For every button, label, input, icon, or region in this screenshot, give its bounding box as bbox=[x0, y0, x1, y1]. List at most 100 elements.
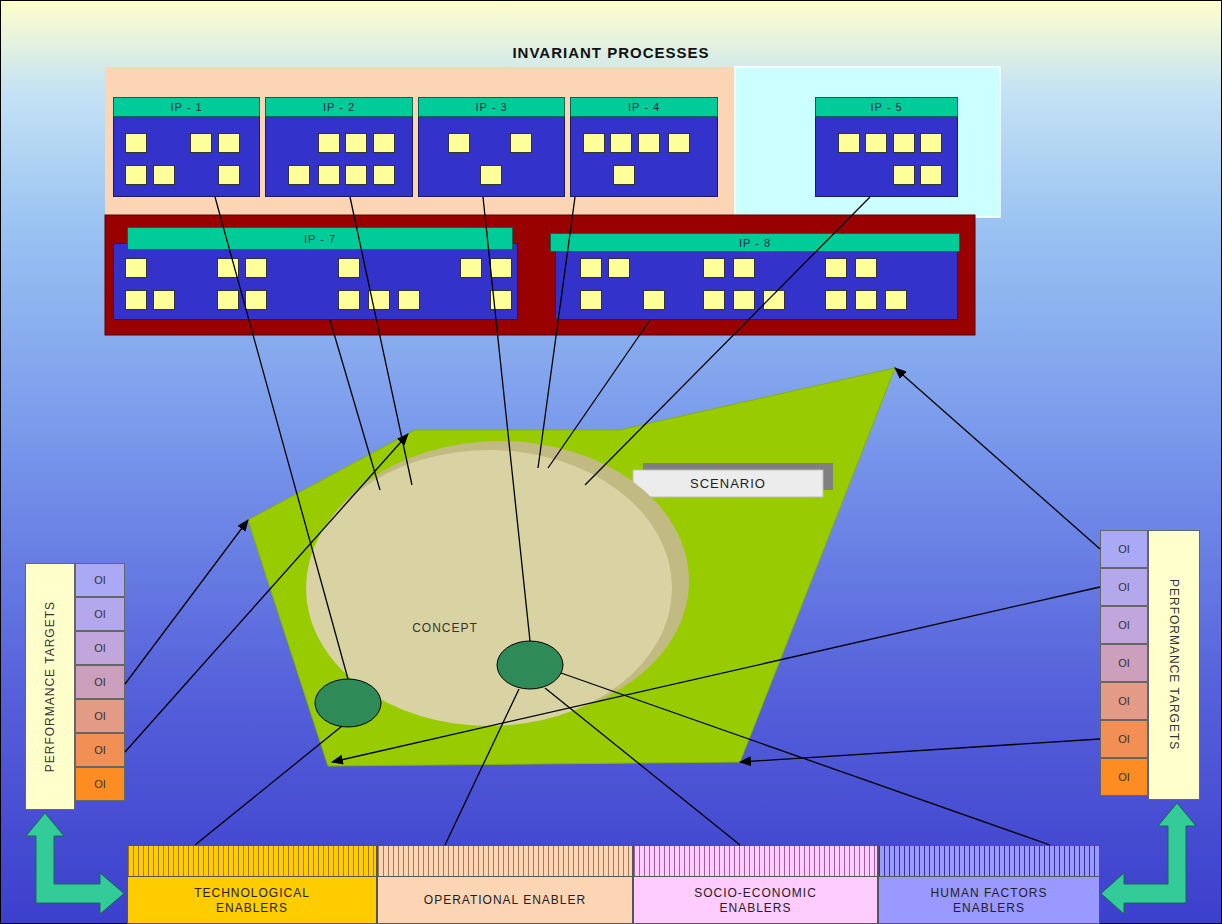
process-label: IP - 2 bbox=[323, 101, 355, 113]
scenario-svg bbox=[240, 365, 900, 770]
oi-label-area: OI bbox=[75, 733, 125, 767]
target-label-area: PERFORMANCE TARGETS bbox=[1148, 530, 1200, 800]
yellow-square bbox=[855, 258, 877, 278]
yellow-square bbox=[608, 258, 630, 278]
yellow-square bbox=[583, 133, 605, 153]
oi-label: OI bbox=[94, 744, 106, 756]
enabler-box: SOCIO-ECONOMIC ENABLERS bbox=[633, 845, 878, 924]
yellow-square bbox=[218, 165, 240, 185]
enabler-label: OPERATIONAL ENABLER bbox=[424, 893, 586, 907]
process-panel bbox=[105, 67, 735, 217]
enabler-box: TECHNOLOGICAL ENABLERS bbox=[127, 845, 377, 924]
yellow-square bbox=[217, 290, 239, 310]
oi-label-area: OI bbox=[75, 665, 125, 699]
oi-label-area: OI bbox=[1100, 644, 1148, 682]
yellow-square bbox=[825, 290, 847, 310]
yellow-square bbox=[510, 133, 532, 153]
enabler-box: OPERATIONAL ENABLER bbox=[377, 845, 633, 924]
oi-label-area: OI bbox=[75, 631, 125, 665]
scenario-region: SCENARIO CONCEPT bbox=[240, 365, 900, 770]
enabler-hatch bbox=[633, 845, 878, 877]
oi-label: OI bbox=[94, 574, 106, 586]
oi-cell-box: OI bbox=[75, 631, 125, 665]
process-label: IP - 7 bbox=[304, 233, 336, 245]
oi-label-area: OI bbox=[1100, 606, 1148, 644]
enabler-label-area: OPERATIONAL ENABLER bbox=[381, 878, 629, 923]
yellow-square bbox=[338, 290, 360, 310]
process-box: IP - 2 bbox=[265, 97, 413, 197]
yellow-square bbox=[190, 133, 212, 153]
scenario-label: SCENARIO bbox=[690, 476, 766, 491]
enabler-dot bbox=[315, 679, 381, 727]
target-box: PERFORMANCE TARGETS bbox=[25, 563, 75, 810]
scenario-shape bbox=[240, 365, 900, 770]
yellow-square bbox=[345, 133, 367, 153]
process-label: IP - 1 bbox=[170, 101, 202, 113]
yellow-square bbox=[338, 258, 360, 278]
yellow-square bbox=[643, 290, 665, 310]
process-panel bbox=[105, 215, 975, 335]
process-box: IP - 7 bbox=[113, 227, 518, 320]
oi-cell-box: OI bbox=[75, 733, 125, 767]
oi-cell-box: OI bbox=[1100, 606, 1148, 644]
process-box: IP - 5 bbox=[815, 97, 958, 197]
process-label: IP - 8 bbox=[739, 237, 771, 249]
target-box: PERFORMANCE TARGETS bbox=[1148, 530, 1200, 800]
yellow-square bbox=[460, 258, 482, 278]
enabler-label-area: HUMAN FACTORS ENABLERS bbox=[882, 878, 1096, 923]
yellow-square bbox=[490, 258, 512, 278]
oi-label-area: OI bbox=[1100, 568, 1148, 606]
process-label: IP - 4 bbox=[628, 101, 660, 113]
target-label: PERFORMANCE TARGETS bbox=[1167, 579, 1181, 750]
yellow-square bbox=[125, 165, 147, 185]
diagram-title-area: INVARIANT PROCESSES bbox=[0, 40, 1222, 64]
yellow-square bbox=[703, 258, 725, 278]
oi-label-area: OI bbox=[1100, 758, 1148, 796]
process-label-area: IP - 5 bbox=[815, 97, 958, 117]
concept-face bbox=[306, 450, 672, 726]
yellow-square bbox=[703, 290, 725, 310]
process-body bbox=[555, 243, 958, 320]
yellow-square bbox=[245, 258, 267, 278]
oi-label: OI bbox=[1118, 657, 1130, 669]
yellow-square bbox=[893, 165, 915, 185]
scenario-plane bbox=[248, 368, 895, 766]
yellow-square bbox=[580, 290, 602, 310]
concept-svg bbox=[297, 438, 690, 730]
yellow-square bbox=[638, 133, 660, 153]
oi-label-area: OI bbox=[1100, 530, 1148, 568]
target-label-area: PERFORMANCE TARGETS bbox=[25, 563, 75, 810]
yellow-square bbox=[733, 258, 755, 278]
process-label-area: IP - 2 bbox=[265, 97, 413, 117]
yellow-square bbox=[480, 165, 502, 185]
oi-cell-box: OI bbox=[75, 767, 125, 801]
yellow-square bbox=[318, 133, 340, 153]
connector-line bbox=[195, 726, 342, 845]
process-label-area: IP - 4 bbox=[570, 97, 718, 117]
process-label: IP - 5 bbox=[870, 101, 902, 113]
enabler-dot bbox=[497, 641, 563, 689]
concept-label-area: CONCEPT bbox=[395, 618, 495, 638]
process-label-area: IP - 3 bbox=[418, 97, 565, 117]
oi-cell-box: OI bbox=[75, 665, 125, 699]
yellow-square bbox=[448, 133, 470, 153]
connector-line bbox=[895, 368, 1100, 549]
scenario-label-area: SCENARIO bbox=[633, 470, 823, 497]
yellow-square bbox=[580, 258, 602, 278]
yellow-square bbox=[318, 165, 340, 185]
oi-label: OI bbox=[94, 710, 106, 722]
oi-cell-box: OI bbox=[1100, 758, 1148, 796]
yellow-square bbox=[125, 290, 147, 310]
enabler-label: TECHNOLOGICAL ENABLERS bbox=[172, 886, 332, 915]
target-label: PERFORMANCE TARGETS bbox=[43, 601, 57, 772]
yellow-square bbox=[885, 290, 907, 310]
yellow-square bbox=[825, 258, 847, 278]
yellow-square bbox=[125, 133, 147, 153]
yellow-square bbox=[893, 133, 915, 153]
process-body bbox=[113, 243, 518, 320]
yellow-square bbox=[373, 133, 395, 153]
yellow-square bbox=[398, 290, 420, 310]
